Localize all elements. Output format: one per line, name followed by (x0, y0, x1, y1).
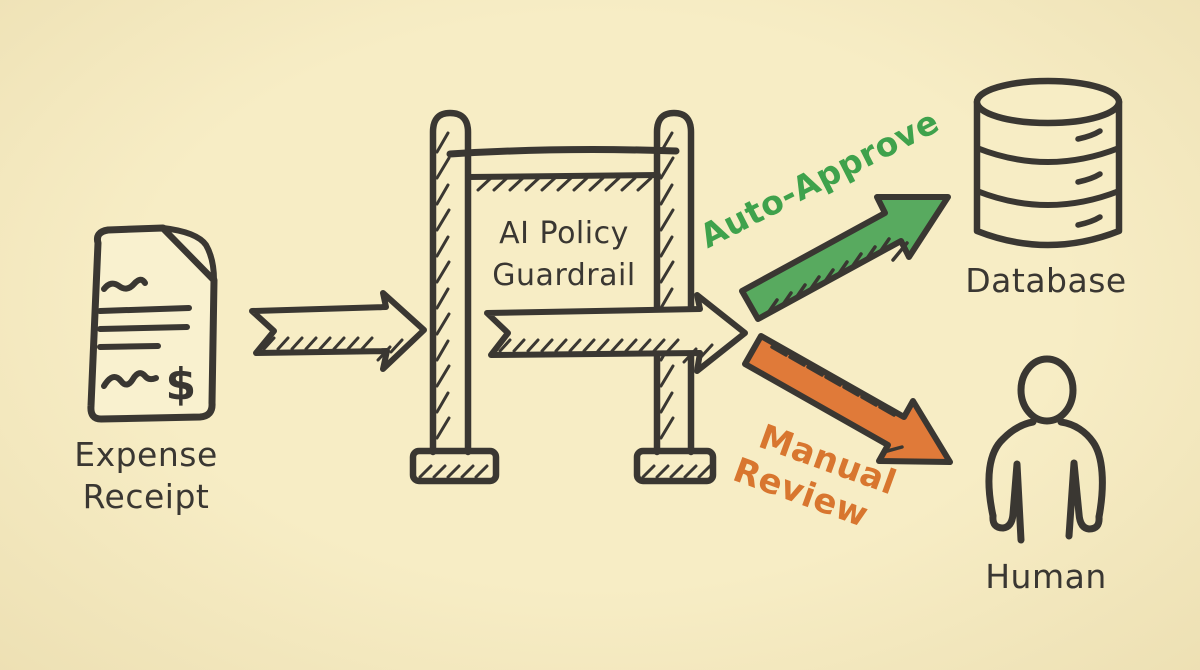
receipt-line-3 (97, 343, 161, 350)
database-separator-1 (974, 145, 1122, 165)
gate-crossbar-bottom (465, 172, 661, 180)
ingest-arrow-outline (249, 290, 427, 372)
person-right-side (1057, 418, 1106, 521)
expense-receipt-label: Expense Receipt (74, 435, 218, 516)
gate-right-post (653, 109, 695, 456)
gate-left-post (429, 109, 472, 456)
human-label: Human (985, 557, 1107, 596)
receipt-squiggle-top (101, 276, 148, 292)
receipt-line-1 (97, 305, 192, 314)
gate-left-post-hatching (435, 131, 451, 440)
manual-review-edge: Manual Review (728, 333, 953, 536)
database-node: Database (965, 77, 1126, 300)
receipt-signature (101, 370, 159, 389)
receipt-line-2 (97, 324, 190, 332)
manual-review-arrow-hatching (770, 345, 904, 454)
gate-right-base (633, 447, 717, 485)
database-top (973, 77, 1123, 127)
database-cylinder-icon (973, 77, 1123, 249)
ingest-arrow-hatching (262, 336, 404, 362)
person-head (1017, 355, 1077, 425)
person-icon (985, 355, 1106, 544)
paper-fold (160, 225, 217, 283)
document-icon: $ (87, 224, 218, 423)
paper-sheet (87, 224, 218, 423)
auto-approve-arrow-hatching (766, 237, 909, 315)
gate-base-hatching (418, 464, 712, 479)
ingest-arrow (249, 290, 427, 372)
evaluate-arrow-outline (484, 292, 748, 374)
gate-sign-label: AI Policy Guardrail (492, 216, 635, 293)
gate-sign-label-line2: Guardrail (492, 258, 635, 293)
gate-icon: AI Policy Guardrail (409, 109, 717, 485)
database-separator-2 (974, 188, 1122, 208)
manual-review-arrow (742, 333, 953, 465)
gate-sign-label-line1: AI Policy (499, 216, 629, 251)
auto-approve-edge: Auto-Approve (693, 102, 951, 322)
dollar-sign: $ (165, 359, 196, 410)
gate-right-post-hatching (659, 131, 675, 440)
person-right-arm (1065, 459, 1103, 540)
gate-left-base (409, 447, 500, 485)
person-left-side (985, 418, 1037, 520)
database-label: Database (965, 261, 1126, 300)
human-node: Human (985, 355, 1107, 596)
gate-crossbar-top (446, 146, 680, 158)
expense-receipt-node: $ Expense Receipt (74, 224, 218, 516)
database-shine-marks (1075, 128, 1103, 228)
expense-receipt-label-line2: Receipt (83, 477, 210, 516)
evaluate-arrow-hatching (498, 338, 714, 364)
evaluate-arrow (484, 292, 748, 374)
gate-crossbar-hatching (476, 176, 653, 192)
expense-receipt-label-line1: Expense (74, 435, 218, 474)
person-left-arm (989, 460, 1025, 544)
